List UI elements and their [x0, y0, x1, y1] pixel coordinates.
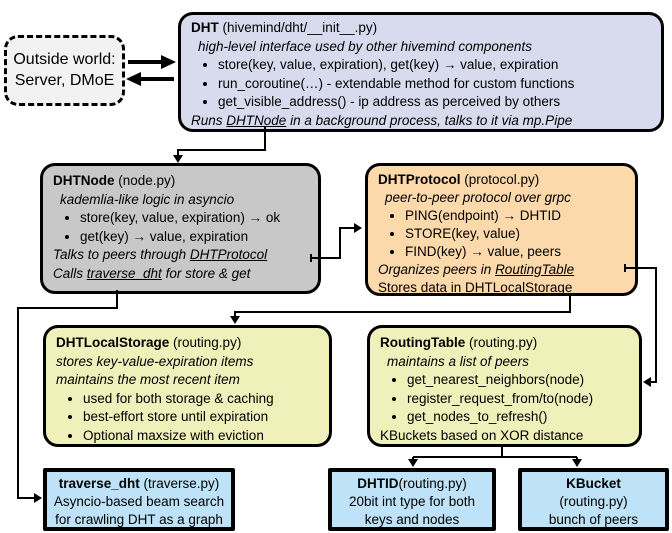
outside-world-line1: Outside world: [13, 51, 116, 68]
dht-title: DHT (hivemind/dht/__init__.py) [191, 19, 653, 38]
arrowhead-right [354, 223, 362, 233]
dhtprotocol-box: DHTProtocol (protocol.py) peer-to-peer p… [365, 163, 638, 296]
arrowhead-right [161, 55, 176, 69]
dhtlocalstorage-title-name: DHTLocalStorage [56, 335, 170, 350]
dhtnode-title-name: DHTNode [53, 173, 115, 188]
dhtnode-footer2-post: for store & get [161, 265, 251, 281]
bullet-item: store(key, value, expiration), get(key) … [218, 56, 653, 75]
kbucket-line1: (routing.py) [559, 494, 628, 509]
dhtnode-footer1: Talks to peers through DHTProtocol [53, 246, 310, 265]
dhtlocalstorage-box: DHTLocalStorage (routing.py) stores key-… [43, 325, 332, 447]
dht-footer: Runs DHTNode in a background process, ta… [191, 112, 653, 131]
dhtprotocol-footer1-pre: Organizes peers in [378, 262, 496, 277]
dhtnode-footer2: Calls traverse_dht for store & get [53, 265, 310, 284]
dhtlocalstorage-title: DHTLocalStorage (routing.py) [56, 334, 321, 353]
bullet-item: get_nearest_neighbors(node) [407, 371, 631, 390]
routingtable-footer: KBuckets based on XOR distance [380, 427, 584, 443]
dht-bullets: store(key, value, expiration), get(key) … [191, 56, 653, 112]
dhtlocalstorage-bullets: used for both storage & caching best-eff… [56, 390, 321, 446]
dht-footer-pre: Runs [191, 112, 227, 128]
dhtnode-tagline: kademlia-like logic in asyncio [60, 191, 235, 207]
dhtprotocol-link-routingtable: RoutingTable [495, 262, 575, 277]
kbucket-box: KBucket (routing.py) bunch of peers [518, 468, 669, 531]
traverse-dht-line1: Asyncio-based beam search [53, 494, 225, 509]
routingtable-title-name: RoutingTable [380, 335, 466, 350]
routingtable-title: RoutingTable (routing.py) [380, 334, 631, 353]
dht-footer-link-dhtnode: DHTNode [226, 112, 287, 128]
bullet-item: FIND(key) → value, peers [405, 243, 627, 261]
dhtnode-footer2-pre: Calls [53, 265, 87, 281]
dhtnode-link-traverse-dht: traverse_dht [86, 265, 162, 281]
dhtprotocol-footer2: Stores data in DHTLocalStorage [378, 279, 627, 297]
arrowhead-left [126, 72, 141, 86]
bullet-item: get_visible_address() - ip address as pe… [218, 93, 653, 112]
dhtid-line1: 20bit int type for both [348, 494, 476, 509]
dhtnode-footer1-pre: Talks to peers through [53, 247, 190, 262]
outside-world-label: Outside world: Server, DMoE [7, 38, 122, 91]
dhtnode-link-dhtprotocol: DHTProtocol [189, 247, 268, 262]
dhtprotocol-title: DHTProtocol (protocol.py) [378, 171, 627, 189]
bullet-item: used for both storage & caching [83, 390, 321, 409]
traverse-dht-title: traverse_dht (traverse.py) [49, 475, 229, 493]
dhtprotocol-link-localstorage: LocalStorage [492, 280, 573, 295]
traverse-dht-title-file: (traverse.py) [139, 476, 220, 491]
dhtlocalstorage-tagline2: maintains the most recent item [56, 372, 240, 387]
kbucket-line2: bunch of peers [548, 512, 639, 527]
dhtprotocol-tagline: peer-to-peer protocol over grpc [385, 190, 571, 205]
arrowhead-down [173, 155, 183, 163]
kbucket-title: KBucket [524, 475, 663, 493]
dhtprotocol-footer1: Organizes peers in RoutingTable [378, 261, 627, 279]
dhtprotocol-title-file: (protocol.py) [460, 172, 540, 187]
dhtprotocol-bullets: PING(endpoint) → DHTID STORE(key, value)… [378, 207, 627, 261]
bullet-item: STORE(key, value) [405, 225, 627, 243]
outside-world-line2: Server, DMoE [14, 72, 115, 89]
routingtable-tagline: maintains a list of peers [387, 353, 529, 369]
outside-world-box: Outside world: Server, DMoE [4, 35, 125, 106]
dhtlocalstorage-tagline1: stores key-value-expiration items [56, 353, 254, 369]
arrow-dhtprotocol-to-dhtlocalstorage [230, 295, 571, 324]
kbucket-title-name: KBucket [566, 476, 621, 491]
dht-title-file: (hivemind/dht/__init__.py) [218, 20, 378, 35]
traverse-dht-box: traverse_dht (traverse.py) Asyncio-based… [43, 468, 235, 531]
bullet-item: store(key, value, expiration) → ok [80, 209, 310, 228]
bullet-item: Optional maxsize with eviction [83, 427, 321, 446]
arrow-dht-to-outside [126, 72, 174, 86]
dhtid-line2: keys and nodes [364, 512, 460, 527]
arrow-outside-to-dht [128, 55, 176, 69]
dhtnode-title-file: (node.py) [114, 173, 176, 188]
arrow-routingtable-to-children [408, 446, 582, 467]
routingtable-title-file: (routing.py) [465, 335, 538, 350]
dht-footer-post: in a background process, talks to it via… [286, 112, 573, 128]
dhtnode-box: DHTNode (node.py) kademlia-like logic in… [40, 163, 321, 294]
dhtid-title-file: (routing.py) [398, 476, 467, 491]
dhtid-box: DHTID(routing.py) 20bit int type for bot… [328, 468, 496, 531]
routingtable-bullets: get_nearest_neighbors(node) register_req… [380, 371, 631, 427]
bullet-item: run_coroutine(…) - extendable method for… [218, 75, 653, 94]
traverse-dht-line2: for crawling DHT as a graph [55, 512, 223, 527]
dhtlocalstorage-title-file: (routing.py) [169, 335, 242, 350]
arrowhead-right [34, 493, 42, 503]
arrowhead-down [408, 459, 418, 467]
dhtid-title-name: DHTID [357, 476, 399, 491]
dht-title-name: DHT [191, 20, 219, 35]
bullet-item: get_nodes_to_refresh() [407, 408, 631, 427]
dht-tagline: high-level interface used by other hivem… [198, 38, 532, 54]
traverse-dht-title-name: traverse_dht [58, 476, 140, 491]
bullet-item: get(key) → value, expiration [80, 228, 310, 247]
dhtprotocol-footer2-pre: Stores data in DHT [378, 280, 493, 295]
dht-box: DHT (hivemind/dht/__init__.py) high-leve… [178, 12, 664, 132]
bullet-item: best-effort store until expiration [83, 408, 321, 427]
dhtid-title: DHTID(routing.py) [334, 475, 490, 493]
bullet-item: register_request_from/to(node) [407, 390, 631, 409]
dhtnode-bullets: store(key, value, expiration) → ok get(k… [53, 209, 310, 246]
routingtable-box: RoutingTable (routing.py) maintains a li… [367, 325, 642, 447]
arrowhead-down [572, 459, 582, 467]
arrowhead-down [230, 316, 240, 324]
dhtnode-title: DHTNode (node.py) [53, 172, 310, 191]
arrowhead-left [643, 377, 651, 387]
dhtprotocol-title-name: DHTProtocol [378, 172, 461, 187]
bullet-item: PING(endpoint) → DHTID [405, 207, 627, 225]
